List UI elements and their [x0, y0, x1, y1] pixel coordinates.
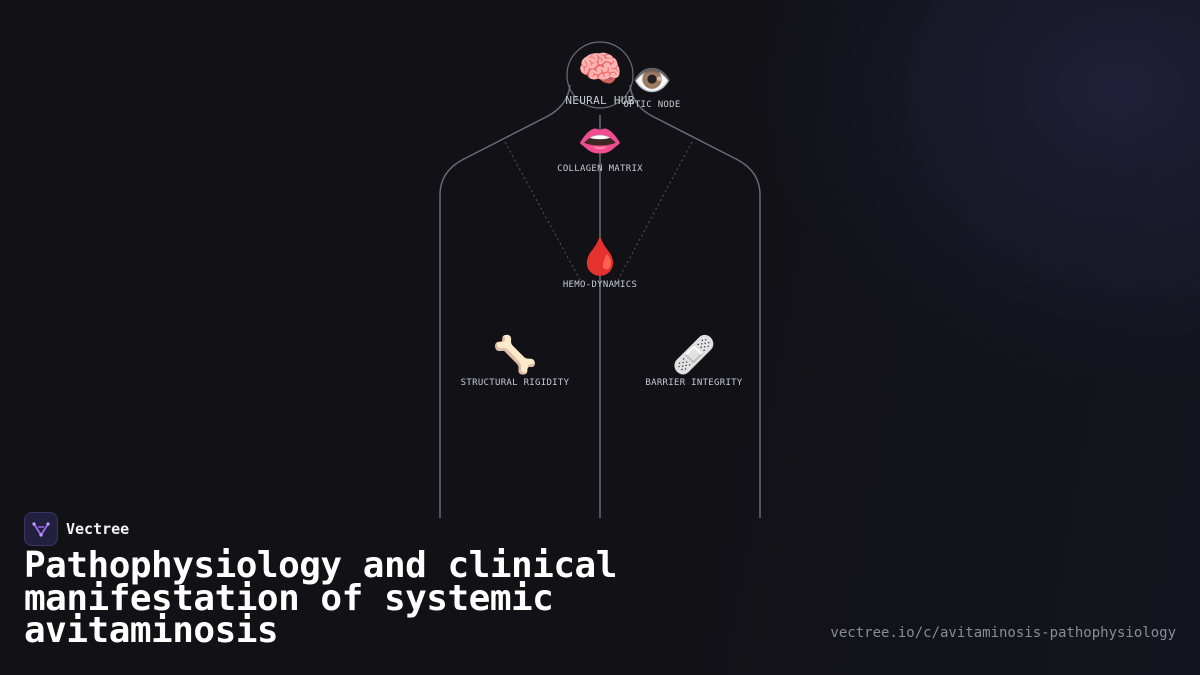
dotted-link-right [617, 141, 693, 281]
head-circle [566, 41, 634, 109]
bone-icon: 🦴 [492, 335, 538, 376]
vectree-logo-icon [24, 512, 58, 546]
brand-name: Vectree [66, 520, 130, 538]
brain-icon: 🧠 [577, 49, 623, 90]
source-url[interactable]: vectree.io/c/avitaminosis-pathophysiolog… [830, 625, 1176, 641]
node-barrier-integrity: 🩹 BARRIER INTEGRITY [645, 335, 743, 389]
node-neural-hub: 🧠 NEURAL HUB [565, 49, 635, 108]
body-silhouette [439, 84, 761, 518]
node-label: BARRIER INTEGRITY [645, 378, 743, 388]
brand[interactable]: Vectree [24, 512, 129, 546]
node-label: NEURAL HUB [565, 94, 635, 107]
mouth-icon: 👄 [577, 121, 623, 162]
node-label: COLLAGEN MATRIX [557, 164, 643, 174]
bandage-icon: 🩹 [671, 335, 717, 376]
node-collagen-matrix: 👄 COLLAGEN MATRIX [557, 121, 643, 175]
page-title: Pathophysiology and clinical manifestati… [24, 545, 617, 651]
node-hemo-dynamics: 🩸 HEMO-DYNAMICS [562, 237, 638, 291]
node-label: STRUCTURAL RIGIDITY [460, 378, 570, 388]
node-optic-node: 👁️ OPTIC NODE [623, 62, 680, 110]
node-label: OPTIC NODE [623, 100, 681, 110]
eye-icon: 👁️ [632, 61, 672, 99]
node-structural-rigidity: 🦴 STRUCTURAL RIGIDITY [460, 335, 570, 389]
dotted-link-left [504, 141, 581, 281]
blood-drop-icon: 🩸 [577, 237, 623, 278]
node-label: HEMO-DYNAMICS [562, 280, 638, 290]
